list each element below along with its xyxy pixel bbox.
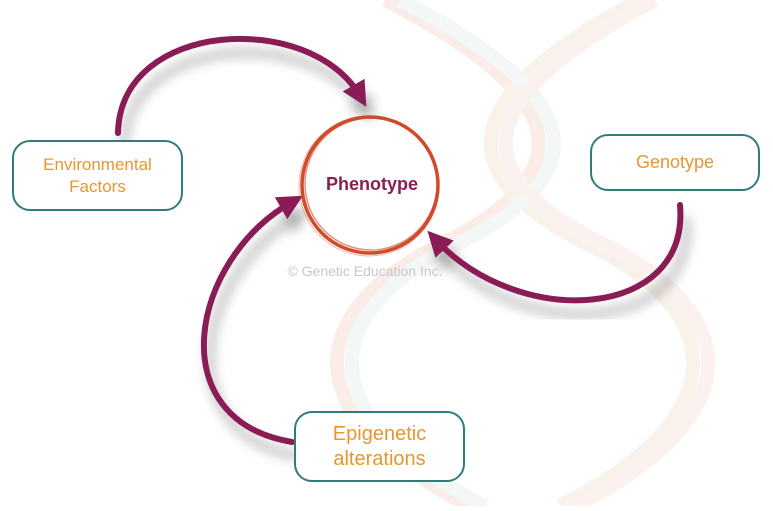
epigenetic-alterations-label: Epigenetic alterations — [332, 422, 427, 470]
copyright-watermark: © Genetic Education Inc. — [287, 263, 443, 279]
genotype-label: Genotype — [635, 152, 715, 173]
genotype-node: Genotype — [590, 134, 760, 191]
arrow-environment-to-phenotype — [115, 35, 367, 136]
environmental-factors-node: Environmental Factors — [12, 140, 183, 211]
phenotype-label: Phenotype — [325, 174, 418, 194]
arrow-genotype-to-phenotype — [427, 202, 684, 304]
epigenetic-alterations-node: Epigenetic alterations — [294, 411, 465, 482]
arrow-epigenetic-to-phenotype — [200, 195, 303, 445]
environmental-factors-label: Environmental Factors — [43, 155, 152, 196]
phenotype-circle — [298, 115, 440, 257]
